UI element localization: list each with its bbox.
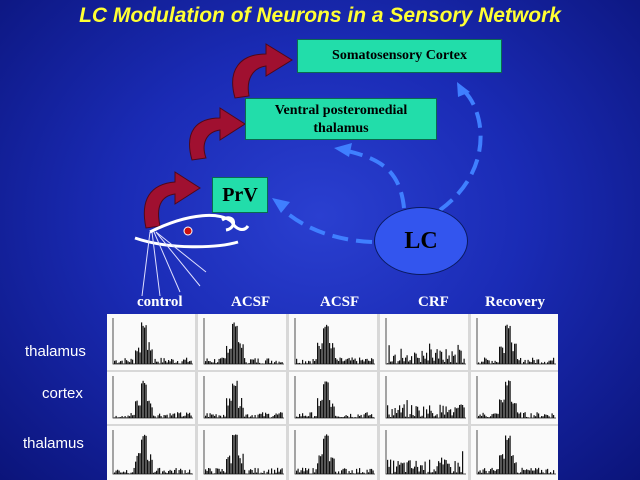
lc-to-cortex-dashed-arrow [438, 88, 483, 212]
histogram-panel [289, 372, 377, 424]
histogram-panel [471, 426, 558, 480]
rat-head-sketch [134, 213, 250, 249]
somatosensory-cortex-label: Somatosensory Cortex [332, 48, 467, 63]
column-label-control: control [137, 294, 183, 310]
somatosensory-cortex-box: Somatosensory Cortex [297, 39, 502, 73]
lc-to-cortex-arrowhead [457, 82, 470, 97]
column-label-acsf-2: ACSF [320, 294, 360, 310]
whiskers [141, 231, 207, 297]
vpm-label-line2: thalamus [313, 121, 369, 136]
vpm-label-line1: Ventral posteromedial [274, 103, 408, 118]
curved-arrow-vpm [189, 107, 246, 161]
prv-box: PrV [212, 177, 268, 213]
histogram-panel [107, 372, 195, 424]
lc-to-vpm-arrowhead [334, 143, 352, 157]
lc-to-prv-dashed-arrow [278, 205, 373, 244]
lc-to-vpm-dashed-arrow [342, 148, 406, 209]
prv-label: PrV [222, 184, 258, 206]
row-label-thalamus-2: thalamus [23, 435, 84, 452]
column-label-crf: CRF [418, 294, 449, 310]
lc-node: LC [374, 207, 468, 275]
row-label-thalamus-1: thalamus [25, 343, 86, 360]
vpm-thalamus-box: Ventral posteromedial thalamus [245, 98, 437, 140]
row-label-cortex: cortex [42, 385, 83, 402]
curved-arrow-prv [143, 171, 201, 229]
curved-arrow-cortex [232, 43, 293, 99]
histogram-panel [289, 426, 377, 480]
histogram-grid [107, 314, 558, 480]
histogram-panel [471, 314, 558, 370]
histogram-panel [471, 372, 558, 424]
histogram-panel [107, 314, 195, 370]
lc-label: LC [404, 228, 438, 254]
histogram-panel [198, 426, 286, 480]
eye-marker [183, 226, 193, 236]
column-label-recovery: Recovery [485, 294, 545, 310]
lc-to-prv-arrowhead [272, 198, 290, 213]
histogram-panel [198, 314, 286, 370]
histogram-panel [380, 426, 468, 480]
column-label-acsf-1: ACSF [231, 294, 271, 310]
histogram-panel [107, 426, 195, 480]
histogram-panel [380, 372, 468, 424]
histogram-panel [289, 314, 377, 370]
slide-title: LC Modulation of Neurons in a Sensory Ne… [79, 4, 561, 27]
histogram-panel [198, 372, 286, 424]
histogram-panel [380, 314, 468, 370]
